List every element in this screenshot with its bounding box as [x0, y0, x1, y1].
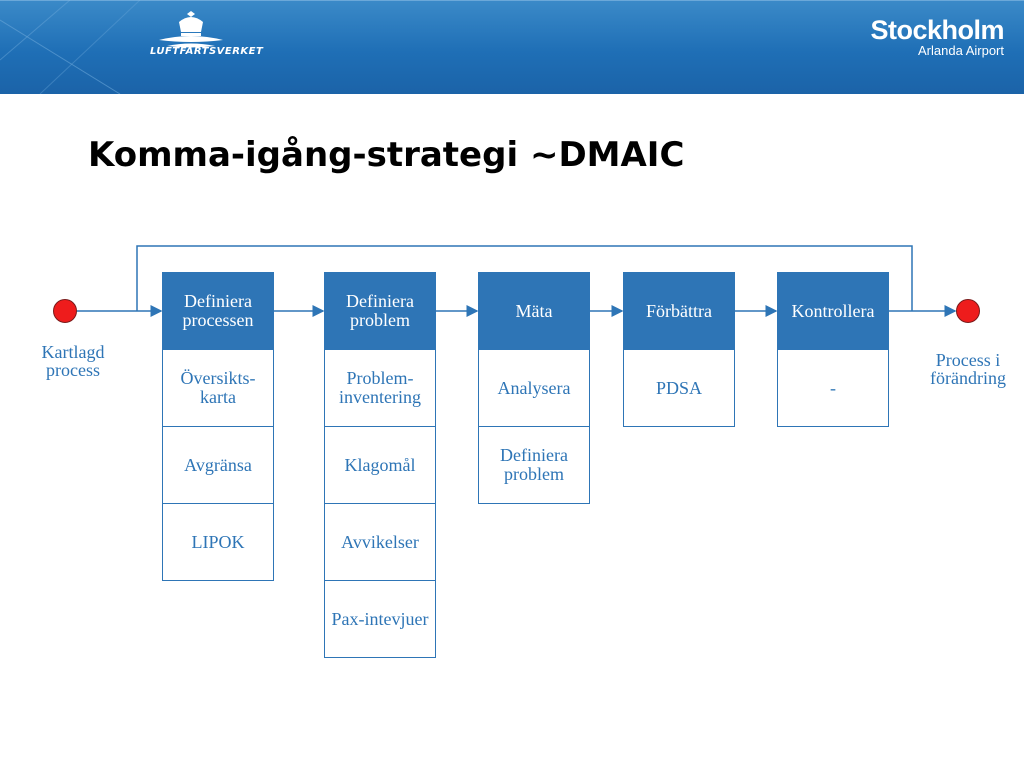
task-box: -: [777, 349, 889, 427]
task-box: PDSA: [623, 349, 735, 427]
arlanda-logo-city: Stockholm: [870, 15, 1004, 45]
dmaic-step-define-process: Definiera processen: [162, 272, 274, 350]
task-box: Avgränsa: [162, 426, 274, 504]
lfv-wordmark: LUFTFARTSVERKET: [150, 46, 264, 57]
task-box: Klagomål: [324, 426, 436, 504]
crown-logo-icon: [159, 11, 223, 48]
task-box: Problem-inventering: [324, 349, 436, 427]
header-decoration: [0, 0, 1024, 94]
dmaic-step-measure: Mäta: [478, 272, 590, 350]
arlanda-logo-airport: Arlanda Airport: [918, 43, 1004, 58]
feedback-loop-line: [136, 245, 913, 311]
end-point-icon: [956, 299, 980, 323]
task-box: Pax-intevjuer: [324, 580, 436, 658]
dmaic-step-control: Kontrollera: [777, 272, 889, 350]
task-box: Analysera: [478, 349, 590, 427]
task-box: LIPOK: [162, 503, 274, 581]
dmaic-step-define-problem: Definiera problem: [324, 272, 436, 350]
arlanda-logo: Stockholm Arlanda Airport: [870, 16, 1004, 58]
dmaic-step-improve: Förbättra: [623, 272, 735, 350]
start-point-icon: [53, 299, 77, 323]
end-label: Process i förändring: [930, 350, 1006, 388]
slide-title: Komma-igång-strategi ~DMAIC: [88, 135, 685, 175]
task-box: Översikts-karta: [162, 349, 274, 427]
header-banner: LUFTFARTSVERKET Stockholm Arlanda Airpor…: [0, 0, 1024, 94]
task-box: Definiera problem: [478, 426, 590, 504]
task-box: Avvikelser: [324, 503, 436, 581]
start-label: Kartlagd process: [41, 342, 105, 380]
